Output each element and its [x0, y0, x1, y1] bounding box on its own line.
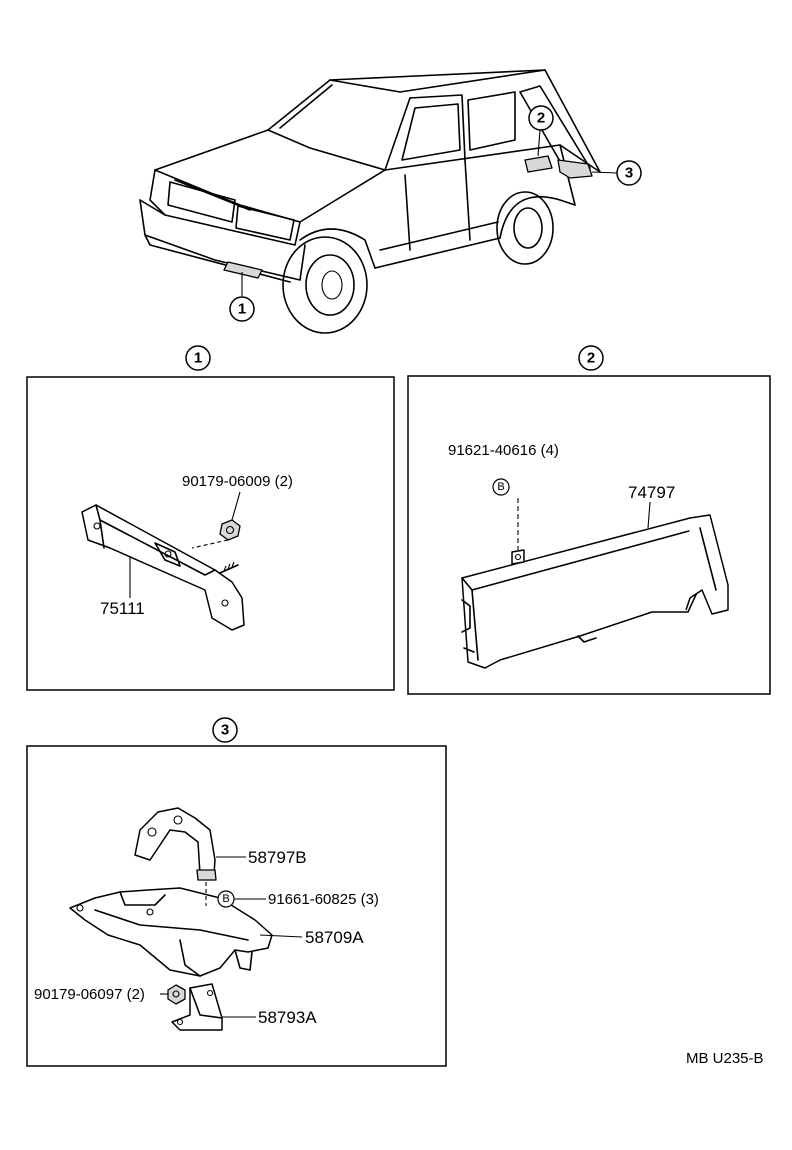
vehicle-callout-3-text: 3	[625, 165, 633, 182]
panel-3-bolt-marker-text: B	[222, 893, 229, 905]
panel-3-header-marker: 3	[212, 717, 238, 743]
vehicle-illustration	[139, 69, 618, 334]
panel-2-header-marker: 2	[578, 345, 604, 371]
bracket-75111-drawing	[81, 491, 245, 631]
panel-2-marker-text: 2	[587, 350, 595, 367]
panel-1-header-marker: 1	[185, 345, 211, 371]
panel-1-fastener-label: 90179-06009 (2)	[182, 473, 293, 490]
panel-3-bolt-marker: B	[217, 890, 235, 908]
bracket-58709a-drawing	[69, 882, 303, 977]
panel-3-frame	[26, 745, 447, 1067]
panel-3-label-lower-bracket: 58793A	[258, 1008, 317, 1027]
panel-2-frame	[407, 375, 771, 695]
panel-3-marker-text: 3	[221, 722, 229, 739]
panel-3-label-bolt: 91661-60825 (3)	[268, 891, 379, 908]
diagram-code: MB U235-B	[686, 1050, 764, 1067]
panel-2-part-label: 74797	[628, 483, 675, 502]
panel-3-label-upper-bracket: 58797B	[248, 848, 307, 867]
panel-3-label-main-bracket: 58709A	[305, 928, 364, 947]
panel-2-fastener-label: 91621-40616 (4)	[448, 442, 559, 459]
panel-2-fastener-marker-text: B	[497, 481, 504, 493]
panel-1-part-label: 75111	[100, 599, 145, 618]
panel-3-label-nut: 90179-06097 (2)	[34, 986, 145, 1003]
bracket-58793a-drawing	[160, 983, 256, 1031]
panel-1-marker-text: 1	[194, 350, 202, 367]
bracket-58797b-drawing	[134, 807, 246, 881]
panel-2-fastener-marker: B	[492, 478, 510, 496]
vehicle-callout-1-text: 1	[238, 301, 246, 318]
vehicle-callout-1: 1	[229, 296, 255, 322]
vehicle-callout-2-text: 2	[537, 110, 545, 127]
vehicle-callout-2: 2	[528, 105, 554, 131]
vehicle-callout-3: 3	[616, 160, 642, 186]
cover-74797-drawing	[461, 498, 729, 669]
panel-1-frame	[26, 376, 395, 691]
